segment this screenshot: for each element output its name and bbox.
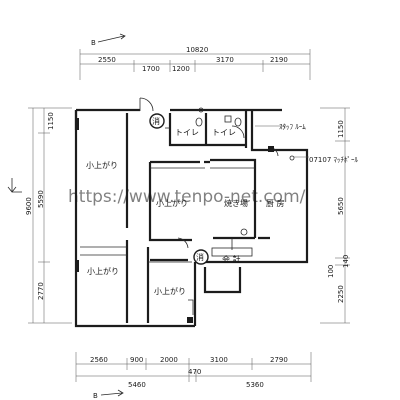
top-dim-seg-1: 2550	[98, 56, 116, 64]
left-dim-seg-2: 5590	[37, 190, 45, 208]
section-mark-top: B	[91, 33, 126, 47]
room-prep: 焼き場	[224, 198, 248, 208]
fixtures: ｽﾀｯﾌ ﾙｰﾑ	[75, 107, 309, 323]
interior-walls	[80, 113, 270, 323]
bottom-dim-seg-5: 2790	[270, 356, 288, 364]
pole-marker	[289, 155, 295, 161]
right-dim-seg-2: 5650	[337, 197, 345, 215]
toilet-fixture-1	[195, 117, 203, 127]
room-toilet-1: トイレ	[175, 128, 199, 137]
right-dim-seg-1: 1150	[337, 120, 345, 138]
staff-room-note: ｽﾀｯﾌ ﾙｰﾑ	[279, 123, 306, 131]
bottom-dim-seg-1: 2560	[90, 356, 108, 364]
room-zashiki-s: 小上がり	[154, 286, 186, 296]
room-toilet-2: トイレ	[212, 128, 236, 137]
bottom-dim-total-2: 470	[188, 368, 201, 376]
column-marker-3	[187, 317, 193, 323]
fire-extinguisher-label-1: 消	[152, 116, 160, 126]
room-zashiki-sw: 小上がり	[87, 266, 119, 276]
bottom-dim-seg-2: 900	[130, 356, 143, 364]
bottom-dim-total-1: 5460	[128, 381, 146, 389]
top-dim-seg-5: 2190	[270, 56, 288, 64]
right-dim-seg-5: 2250	[337, 285, 345, 303]
section-label-top: B	[91, 39, 96, 47]
left-dimensions: 9600 1150 5590 2770	[7, 107, 72, 324]
bottom-dim-total-3: 5360	[246, 381, 264, 389]
right-dim-seg-3: 100	[327, 265, 335, 278]
fire-extinguisher-label-2: 消	[196, 252, 204, 262]
top-dim-seg-3: 1200	[172, 65, 190, 73]
room-zashiki-nw: 小上がり	[86, 160, 118, 170]
register-counter	[211, 247, 253, 257]
room-labels: トイレ トイレ 小上がり 小上がり 小上がり 小上がり 焼き場 厨 房 会 計	[86, 128, 285, 296]
top-dim-total: 10820	[186, 46, 208, 54]
section-mark-bottom: B	[93, 389, 124, 400]
sink-fixture	[224, 115, 232, 123]
top-dim-seg-2: 1700	[142, 65, 160, 73]
right-dim-seg-4: 140	[342, 255, 350, 268]
room-zashiki-center: 小上がり	[156, 198, 188, 208]
left-dim-seg-3: 2770	[37, 282, 45, 300]
bottom-dim-seg-4: 3100	[210, 356, 228, 364]
top-dim-seg-4: 3170	[216, 56, 234, 64]
fire-extinguisher-1: 消	[149, 113, 165, 129]
right-note: 07107 ﾏｯﾁﾎﾟｰﾙ	[309, 156, 358, 164]
room-kitchen: 厨 房	[266, 198, 285, 208]
top-dimensions: 10820 2550 1700 1200 3170 2190	[79, 46, 311, 80]
left-dim-seg-1: 1150	[47, 112, 55, 130]
building-walls	[74, 108, 309, 328]
toilet-fixture-2	[234, 117, 242, 127]
bottom-dim-seg-3: 2000	[160, 356, 178, 364]
right-dimensions: 1150 5650 100 140 2250 07107 ﾏｯﾁﾎﾟｰﾙ	[309, 107, 358, 324]
fire-extinguisher-2: 消	[193, 249, 209, 265]
column-marker-4	[268, 146, 274, 152]
vent-marker	[198, 107, 204, 113]
column-marker-2	[75, 260, 79, 272]
watermark: https://www.tenpo-net.com/	[68, 187, 306, 207]
kitchen-equipment	[240, 228, 248, 236]
column-marker-1	[75, 118, 79, 130]
room-register: 会 計	[222, 254, 241, 264]
left-dim-total: 9600	[25, 197, 33, 215]
section-label-bottom: B	[93, 392, 98, 400]
bottom-dimensions: 2560 900 2000 3100 2790 5460 470 5360	[75, 352, 312, 389]
